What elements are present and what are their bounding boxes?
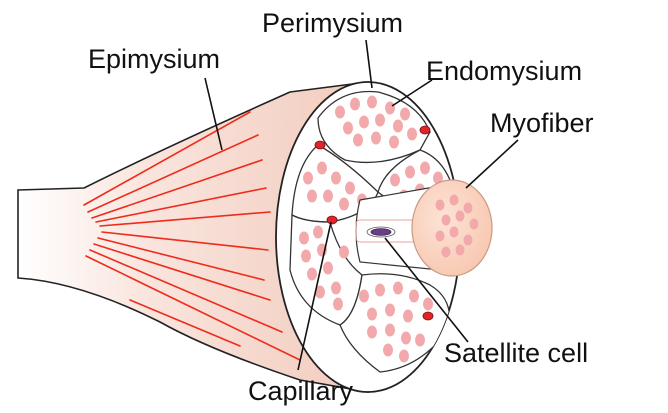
fiber-dot xyxy=(385,102,395,115)
label-myofiber: Myofiber xyxy=(490,108,594,138)
myofibril-dot xyxy=(442,215,451,226)
label-epimysium: Epimysium xyxy=(88,44,220,74)
fiber-dot xyxy=(333,298,343,311)
fiber-dot xyxy=(390,174,400,187)
fiber-dot xyxy=(383,344,393,357)
myofibril-dot xyxy=(436,231,445,242)
fiber-dot xyxy=(317,162,327,175)
fiber-dot xyxy=(389,136,399,149)
myofibril-dot xyxy=(456,245,465,256)
myofibril-dot xyxy=(456,211,465,222)
fiber-dot xyxy=(367,326,377,339)
label-perimysium: Perimysium xyxy=(262,8,403,38)
fiber-dot xyxy=(375,284,385,297)
fiber-dot xyxy=(303,172,313,185)
fiber-dot xyxy=(343,122,353,135)
fiber-dot xyxy=(323,190,333,203)
fiber-dot xyxy=(375,114,385,127)
capillary-dot xyxy=(423,312,433,320)
fiber-dot xyxy=(420,162,430,175)
fiber-dot xyxy=(335,106,345,119)
myofibril-dot xyxy=(436,200,445,211)
fiber-dot xyxy=(401,332,411,345)
capillary-dot xyxy=(315,141,325,149)
fiber-dot xyxy=(399,350,409,363)
fiber-dot xyxy=(367,96,377,109)
fiber-dot xyxy=(423,298,433,311)
fiber-dot xyxy=(301,250,311,263)
label-endomysium: Endomysium xyxy=(426,56,582,86)
fiber-dot xyxy=(407,128,417,141)
myofiber-leader xyxy=(466,140,518,188)
fiber-dot xyxy=(415,334,425,347)
fiber-dot xyxy=(393,120,403,133)
fiber-dot xyxy=(339,198,349,211)
fiber-dot xyxy=(359,290,369,303)
fiber-dot xyxy=(299,232,309,245)
myofibril-dot xyxy=(470,219,479,230)
myofibril-dot xyxy=(442,247,451,258)
myofibril-dot xyxy=(464,235,473,246)
fiber-dot xyxy=(331,282,341,295)
fiber-dot xyxy=(353,134,363,147)
fiber-dot xyxy=(400,108,410,121)
label-capillary: Capillary xyxy=(248,376,354,406)
fiber-dot xyxy=(345,182,355,195)
fiber-dot xyxy=(385,324,395,337)
fiber-dot xyxy=(385,304,395,317)
fiber-dot xyxy=(405,166,415,179)
fiber-dot xyxy=(339,246,349,259)
label-satellite-cell: Satellite cell xyxy=(444,338,588,368)
fiber-dot xyxy=(403,310,413,323)
fiber-dot xyxy=(307,190,317,203)
fiber-dot xyxy=(350,98,360,111)
fiber-dot xyxy=(367,308,377,321)
capillary-dot xyxy=(327,216,337,224)
myofibril-dot xyxy=(464,203,473,214)
fiber-dot xyxy=(323,262,333,275)
fiber-dot xyxy=(371,132,381,145)
fiber-dot xyxy=(409,290,419,303)
myofibril-dot xyxy=(450,227,459,238)
fiber-dot xyxy=(313,226,323,239)
myofibril-dot xyxy=(450,195,459,206)
satellite-cell-nucleus xyxy=(371,229,391,236)
capillary-dot xyxy=(420,126,430,134)
fiber-dot xyxy=(331,172,341,185)
perimysium-leader xyxy=(366,40,372,88)
fiber-dot xyxy=(307,268,317,281)
fiber-dot xyxy=(393,282,403,295)
fiber-dot xyxy=(359,116,369,129)
